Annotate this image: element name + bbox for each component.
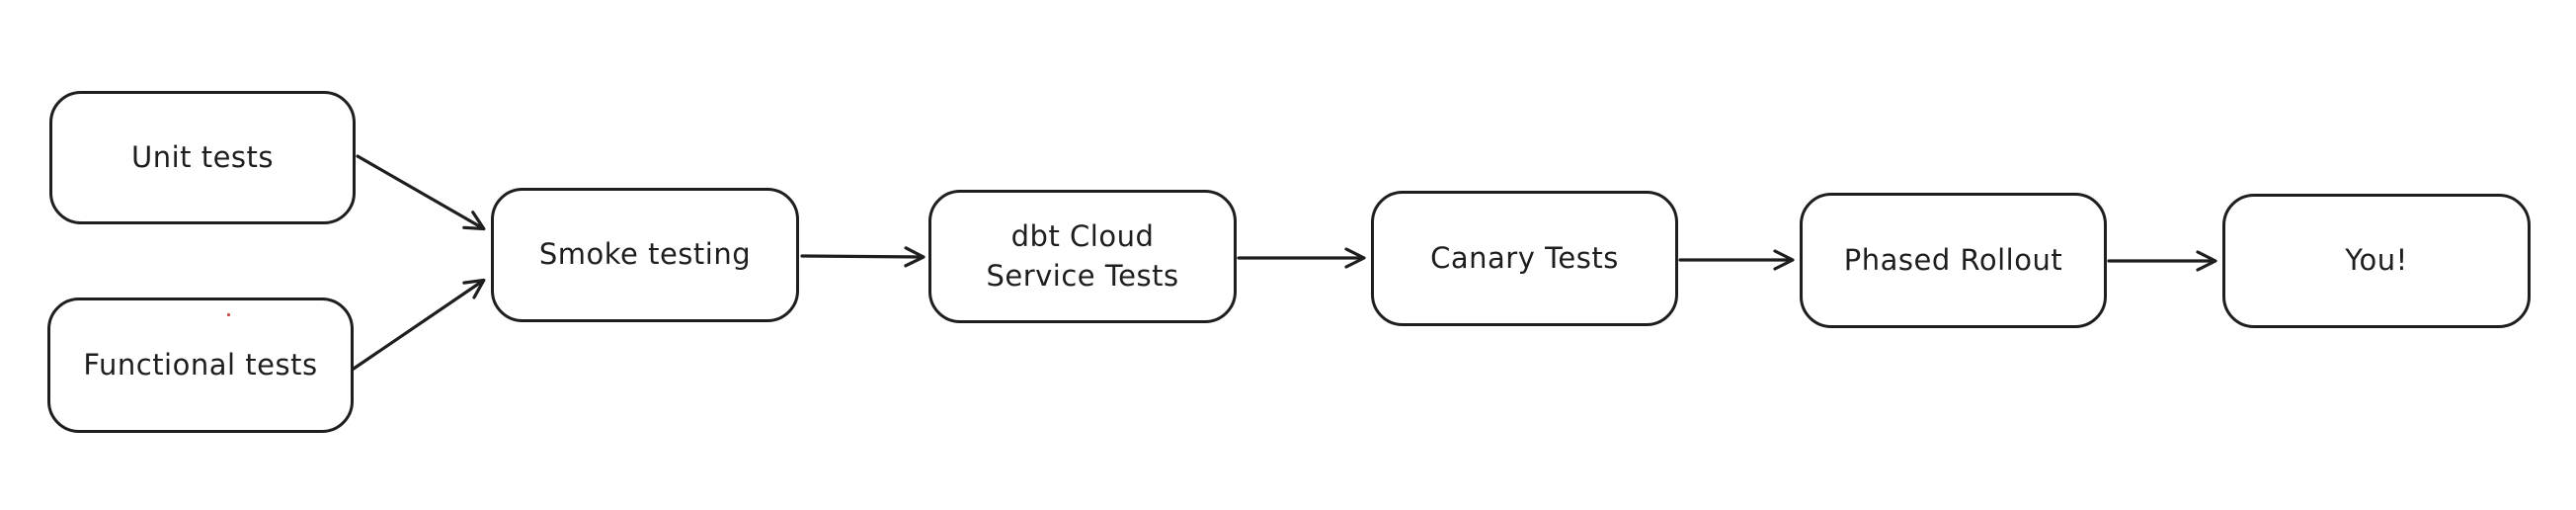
node-canary-tests: Canary Tests <box>1371 191 1678 326</box>
node-smoke-testing-label: Smoke testing <box>538 237 752 272</box>
arrow-functional-tests-to-smoke-testing <box>352 278 486 371</box>
node-dbt-cloud-service-tests: dbt Cloud Service Tests <box>928 190 1237 323</box>
node-unit-tests: Unit tests <box>49 91 356 224</box>
arrow-smoke-testing-to-dbt-cloud-service-tests <box>800 246 926 268</box>
node-functional-tests: Functional tests <box>47 298 354 433</box>
arrow-unit-tests-to-smoke-testing <box>356 154 486 231</box>
node-unit-tests-label: Unit tests <box>130 139 275 174</box>
node-smoke-testing: Smoke testing <box>491 188 799 322</box>
node-dbt-cloud-service-tests-label: dbt Cloud Service Tests <box>986 219 1179 293</box>
node-phased-rollout-label: Phased Rollout <box>1843 242 2063 277</box>
node-phased-rollout: Phased Rollout <box>1800 193 2107 328</box>
node-you: You! <box>2222 194 2531 328</box>
node-you-label: You! <box>2345 243 2408 278</box>
red-speck-artifact <box>227 313 230 316</box>
node-functional-tests-label: Functional tests <box>83 347 318 382</box>
node-canary-tests-label: Canary Tests <box>1430 240 1619 275</box>
